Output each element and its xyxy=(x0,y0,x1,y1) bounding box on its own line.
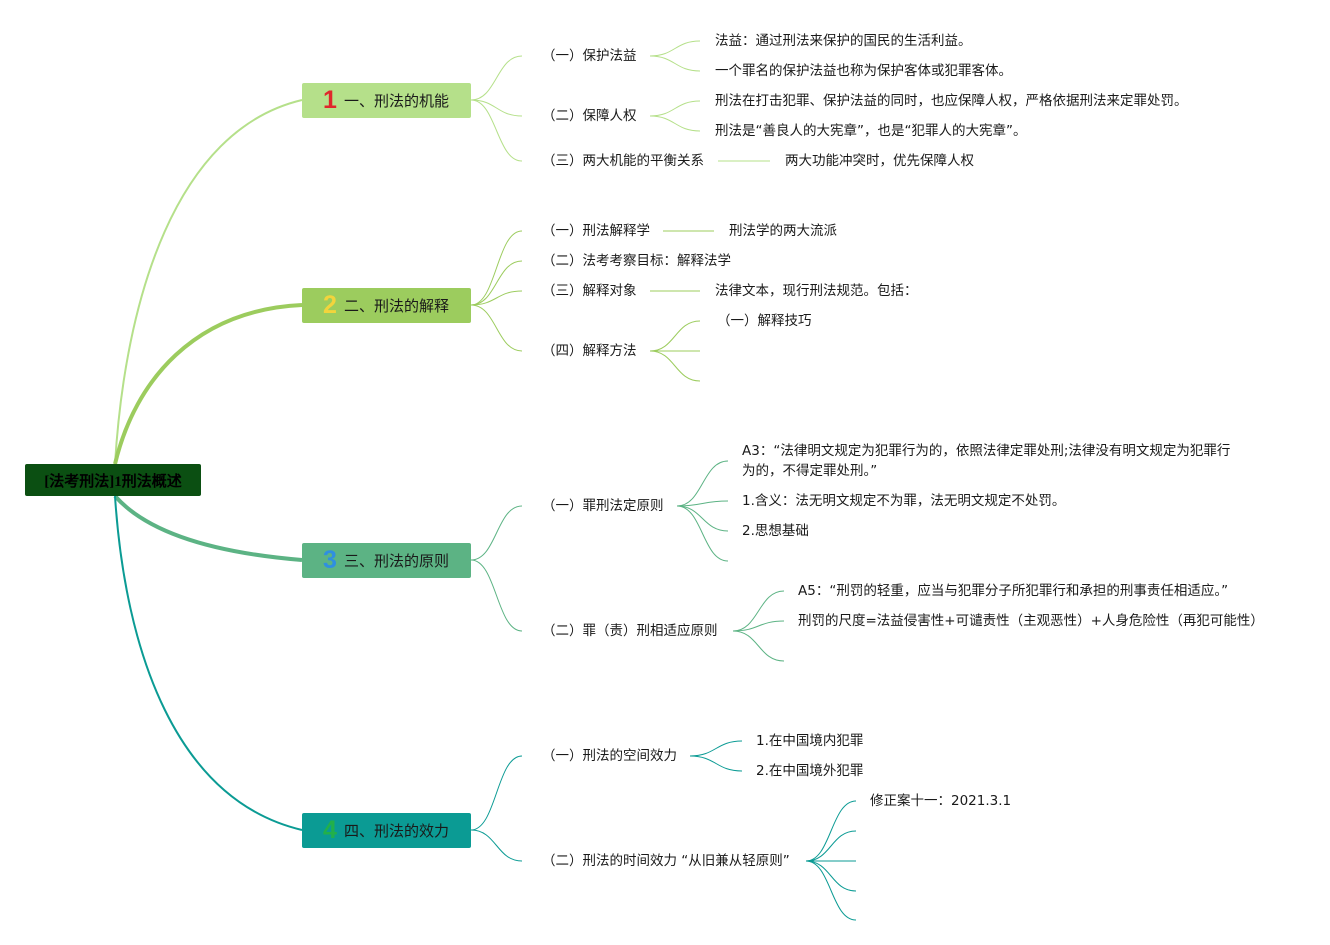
subtopic-node[interactable]: （一）刑法的空间效力 xyxy=(542,748,677,764)
connector-line xyxy=(805,830,857,862)
leaf-node[interactable]: 1.在中国境内犯罪 xyxy=(756,733,864,749)
connector-line xyxy=(470,230,523,306)
connector-line xyxy=(470,304,523,352)
subtopic-node[interactable]: （三）两大机能的平衡关系 xyxy=(542,153,704,169)
branch-node-2[interactable]: 2 二、刑法的解释 xyxy=(302,288,471,323)
subtopic-node[interactable]: （四）解释方法 xyxy=(542,343,637,359)
leaf-node[interactable]: 一个罪名的保护法益也称为保护客体或犯罪客体。 xyxy=(715,63,1012,79)
leaf-node[interactable]: 刑罚的尺度=法益侵害性+可谴责性（主观恶性）+人身危险性（再犯可能性） xyxy=(798,613,1264,629)
subtopic-node[interactable]: （一）保护法益 xyxy=(542,48,637,64)
leaf-node[interactable]: 1.含义：法无明文规定不为罪，法无明文规定不处罚。 xyxy=(742,493,1066,509)
subtopic-node[interactable]: （二）刑法的时间效力 “从旧兼从轻原则” xyxy=(542,853,790,869)
root-label: [法考刑法]1刑法概述 xyxy=(44,473,182,490)
leaf-node[interactable]: 刑法在打击犯罪、保护法益的同时，也应保障人权，严格依据刑法来定罪处罚。 xyxy=(715,93,1188,109)
connector-line xyxy=(470,260,523,306)
connector-line xyxy=(689,740,743,757)
leaf-node[interactable]: 2.在中国境外犯罪 xyxy=(756,763,864,779)
subtopic-node[interactable]: （二）罪（责）刑相适应原则 xyxy=(542,623,718,639)
connector-line xyxy=(732,620,785,632)
connector-line xyxy=(689,755,743,772)
leaf-node[interactable]: A5：“刑罚的轻重，应当与犯罪分子所犯罪行和承担的刑事责任相适应。” xyxy=(798,583,1229,599)
connector-line xyxy=(470,99,523,117)
subtopic-node[interactable]: （一）罪刑法定原则 xyxy=(542,498,664,514)
branch-label: 三、刑法的原则 xyxy=(344,552,450,570)
number-icon-2: 2 xyxy=(323,291,337,319)
connector-line xyxy=(805,860,857,892)
connector-line xyxy=(113,494,303,562)
root-node[interactable]: [法考刑法]1刑法概述 xyxy=(25,464,201,496)
connector-line xyxy=(649,55,701,72)
connector-line xyxy=(470,505,523,561)
subtopic-node[interactable]: （三）解释对象 xyxy=(542,283,637,299)
branch-label: 一、刑法的机能 xyxy=(344,92,450,110)
connector-line xyxy=(676,460,729,507)
connector-line xyxy=(805,860,857,921)
leaf-node[interactable]: 修正案十一：2021.3.1 xyxy=(870,793,1012,809)
connector-line xyxy=(470,559,523,632)
connector-line xyxy=(470,99,523,162)
leaf-node[interactable]: A3：“法律明文规定为犯罪行为的，依照法律定罪处刑;法律没有明文规定为犯罪行为的… xyxy=(742,443,1231,479)
connector-line xyxy=(649,100,701,117)
leaf-node[interactable]: （一）解释技巧 xyxy=(717,313,812,329)
connector-line xyxy=(470,755,523,831)
connector-line xyxy=(676,505,729,532)
branch-label: 二、刑法的解释 xyxy=(344,297,450,315)
subtopic-node[interactable]: （二）保障人权 xyxy=(542,108,637,124)
connector-line xyxy=(676,505,729,562)
connector-line xyxy=(114,495,303,831)
number-icon-1: 1 xyxy=(323,86,337,114)
leaf-node[interactable]: 2.思想基础 xyxy=(742,523,809,539)
subtopic-node[interactable]: （二）法考考察目标：解释法学 xyxy=(542,253,731,269)
connector-line xyxy=(649,320,701,352)
branch-node-1[interactable]: 1 一、刑法的机能 xyxy=(302,83,471,118)
connector-line xyxy=(732,590,785,632)
leaf-node[interactable]: 刑法是“善良人的大宪章”，也是“犯罪人的大宪章”。 xyxy=(715,123,1027,139)
connector-line xyxy=(113,303,303,465)
branch-node-3[interactable]: 3 三、刑法的原则 xyxy=(302,543,471,578)
connector-line xyxy=(649,350,701,382)
number-icon-4: 4 xyxy=(323,816,337,844)
branch-label: 四、刑法的效力 xyxy=(344,822,450,840)
connector-line xyxy=(805,800,857,862)
leaf-node[interactable]: 法益：通过刑法来保护的国民的生活利益。 xyxy=(715,33,972,49)
leaf-node[interactable]: 两大功能冲突时，优先保障人权 xyxy=(785,153,974,169)
connector-line xyxy=(470,290,523,306)
connector-line xyxy=(114,99,303,465)
subtopic-node[interactable]: （一）刑法解释学 xyxy=(542,223,650,239)
connector-line xyxy=(470,55,523,101)
connector-line xyxy=(470,829,523,862)
connector-line xyxy=(676,500,729,507)
connector-line xyxy=(649,40,701,57)
connector-line xyxy=(649,115,701,132)
branch-node-4[interactable]: 4 四、刑法的效力 xyxy=(302,813,471,848)
leaf-node[interactable]: 法律文本，现行刑法规范。包括： xyxy=(715,283,918,299)
leaf-node[interactable]: 刑法学的两大流派 xyxy=(729,223,837,239)
connector-line xyxy=(732,630,785,662)
number-icon-3: 3 xyxy=(323,546,337,574)
